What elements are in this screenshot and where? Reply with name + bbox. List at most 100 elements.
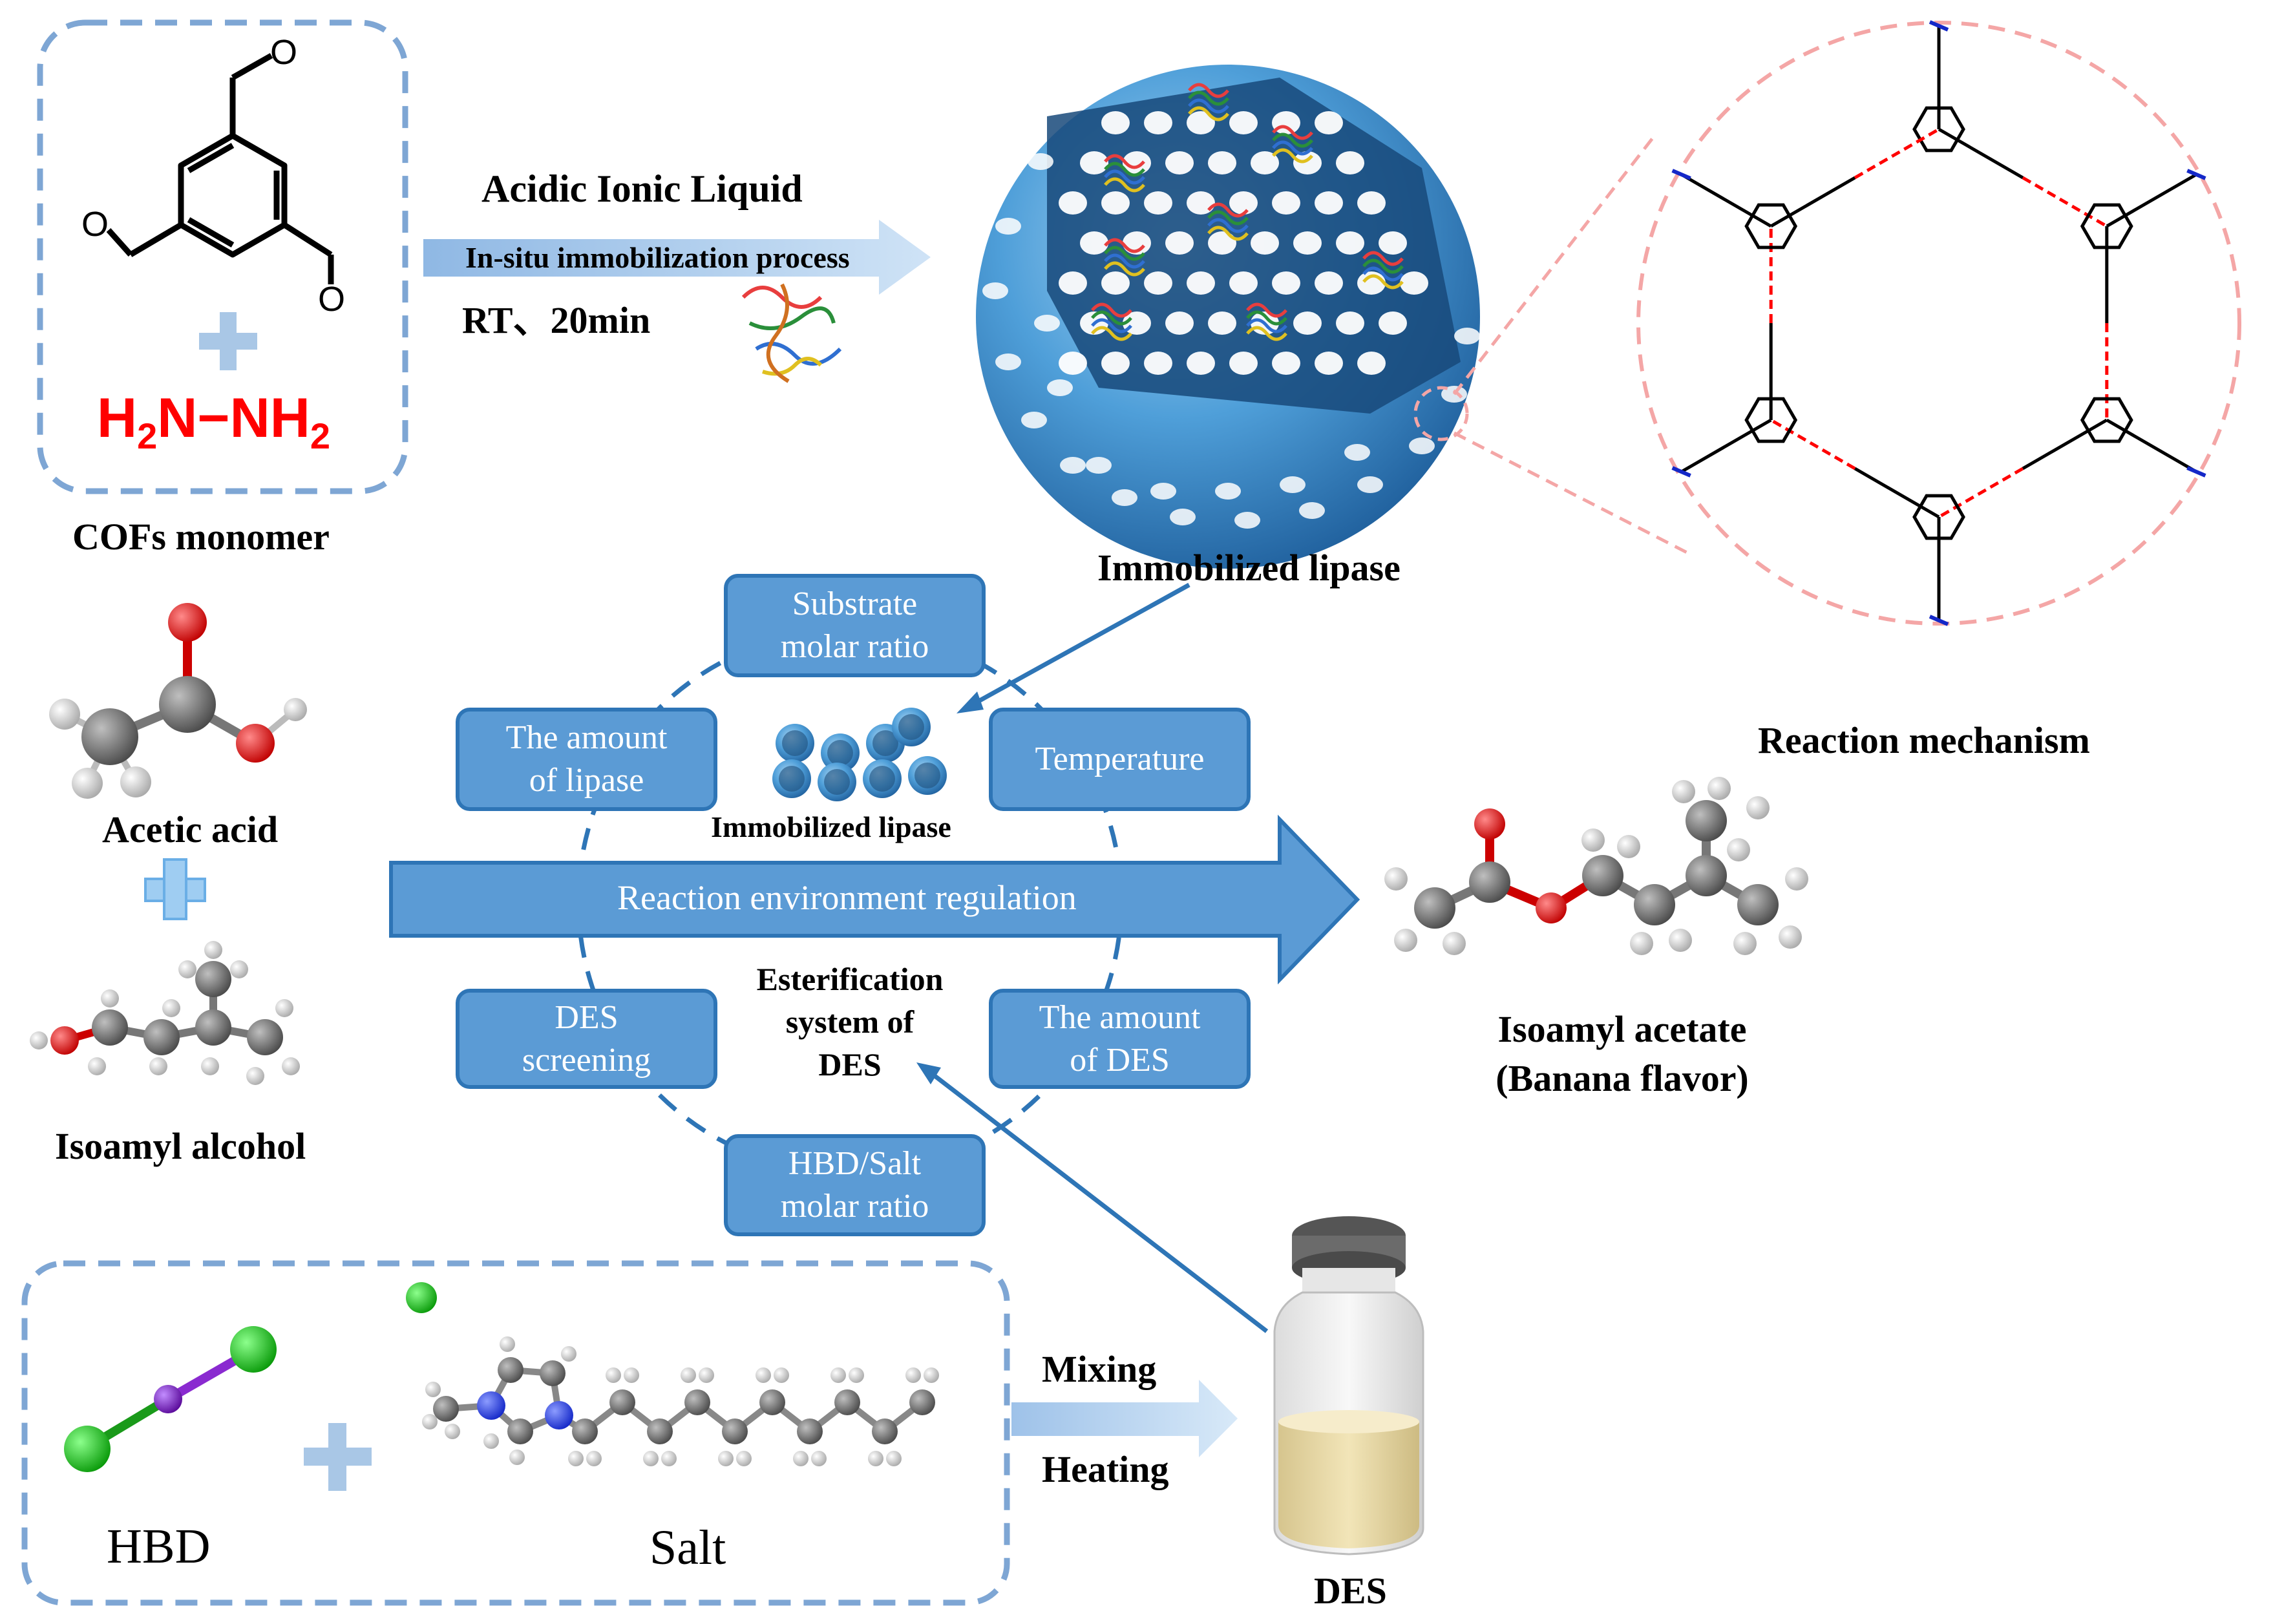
hydrogen-atom [509,1450,525,1465]
sphere-pore [995,218,1021,235]
mechanism-label: Reaction mechanism [1758,719,2090,761]
nitrogen-atom [545,1401,573,1429]
sphere-pore [1251,231,1279,255]
sphere-pore [1021,412,1047,428]
sphere-pore [1165,151,1194,174]
carbon-atom [797,1418,823,1444]
sphere-pore [1357,352,1386,375]
sphere-pore [1034,315,1060,332]
hydrogen-atom [1746,796,1770,819]
hydrogen-atom [230,960,248,978]
hbd-molecule [64,1326,277,1472]
sphere-pore [1229,352,1258,375]
carbon-atom [872,1418,898,1444]
hydrogen-atom [1394,929,1417,952]
hydrogen-atom [811,1451,827,1466]
hydrogen-atom [149,1057,167,1075]
carbon-atom [507,1418,533,1444]
aldehyde-o-left: O [81,205,109,244]
chain-end [1929,615,1949,626]
isoamyl-acetate-molecule [1384,777,1808,955]
lipase-protein-icon [1272,125,1313,163]
cofs-monomer-label: COFs monomer [72,516,330,558]
cof-network-structure [1671,20,2206,626]
hydrogen-atom [661,1451,677,1466]
chain-end [1671,169,1691,180]
acetic-acid-label: Acetic acid [102,808,279,850]
product-label: Isoamyl acetate (Banana flavor) [1496,1008,1749,1099]
linker-bond [2022,418,2108,470]
sphere-pore [1293,311,1322,335]
carbon-atom [92,1009,128,1046]
outward-bond [1680,418,1772,474]
hydrogen-atom [88,1057,106,1075]
hydrogen-atom [422,1414,438,1429]
immobilized-lipase-beads [772,708,947,801]
sphere-pore [1101,271,1130,295]
sphere-pore [1080,151,1108,174]
zoom-line-bottom [1453,431,1695,558]
sphere-pore [995,353,1021,370]
hydrogen-atom [1443,932,1466,955]
des-jar [1273,1216,1424,1555]
sphere-pore [1059,271,1087,295]
benzene-ring [1744,397,1798,443]
benzene-ring [2080,397,2133,443]
sphere-pore [1123,151,1151,174]
hydrogen-atom [275,999,293,1017]
sphere-pore [1144,352,1172,375]
param-temperature: Temperature [989,708,1251,811]
sphere-pore [1208,231,1236,255]
sphere-pore [1357,476,1383,493]
hydrogen-atom [568,1451,584,1466]
sphere-label: Immobilized lipase [1097,547,1401,589]
chain-end [1671,466,1691,478]
sphere-pore [1215,483,1241,500]
zoom-line-top [1453,134,1656,395]
sphere-pore [1144,111,1172,134]
des-prep-frame [21,1260,1010,1606]
sphere-pore [1315,111,1343,134]
chain-end [2186,169,2206,180]
hydrogen-atom [924,1367,939,1383]
conditions-label: RT、20min [462,299,651,341]
hydrogen-atom [699,1367,714,1383]
mechanism-circle [1636,21,2241,626]
sphere-pore [1144,191,1172,215]
sphere-pore [1060,457,1086,474]
hydrogen-atom [586,1451,602,1466]
isoamyl-alcohol-molecule [30,941,300,1085]
lipase-bead-core [898,714,924,740]
sphere-pore [1144,271,1172,295]
sphere-pore [1272,191,1300,215]
benzene-ring [2080,203,2133,249]
sphere-pore [982,282,1008,299]
sphere-pore [1234,512,1260,529]
zoom-circle [1413,386,1469,441]
lipase-protein-icon [1362,251,1404,290]
carbon-atom [1414,887,1455,929]
immobilization-arrow [423,220,931,295]
sphere-pore [1112,489,1137,506]
carbon-atom [540,1360,566,1386]
hydrogen-atom [886,1451,902,1466]
sphere-pore [1165,231,1194,255]
nitrogen-atom [477,1391,505,1420]
lipase-protein-icon [1091,302,1132,341]
sphere-pore [1165,311,1194,335]
sphere-pore [1187,111,1215,134]
carbon-atom [1469,861,1510,903]
hydrogen-atom [483,1433,499,1449]
hydrazine-formula: H2N−NH2 [97,387,330,457]
carbon-atom [834,1389,860,1415]
esterification-system-label: Esterification system of DES [756,961,944,1082]
sphere-pore [1101,352,1130,375]
hydrogen-atom [756,1367,771,1383]
lipase-protein-icon [1104,238,1145,277]
sphere-pore [1379,311,1407,335]
sphere-pore [1280,476,1306,493]
